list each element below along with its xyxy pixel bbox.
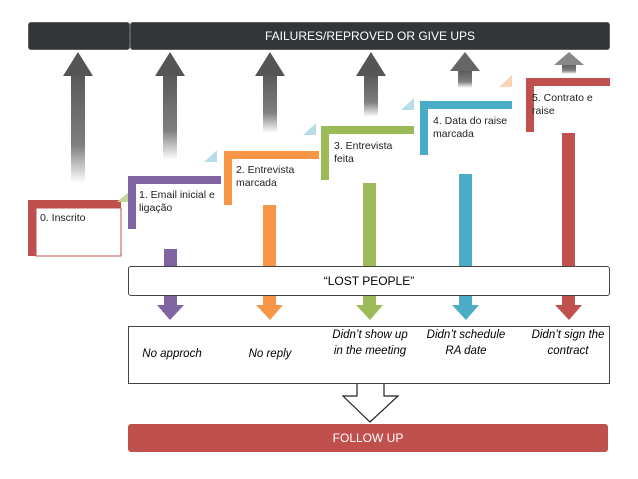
top-bar-left <box>28 22 130 50</box>
follow-up-arrow <box>341 381 400 423</box>
outcomes-box <box>128 326 610 384</box>
failures-label: FAILURES/REPROVED OR GIVE UPS <box>264 29 476 43</box>
failures-bar: FAILURES/REPROVED OR GIVE UPS <box>130 22 610 50</box>
stage-2-shape <box>224 123 319 205</box>
stage-label-3: 3. Entrevista feita <box>334 140 393 165</box>
up-arrow-2 <box>255 52 285 133</box>
up-arrow-3 <box>356 52 386 117</box>
stage-label-5: 5. Contrato e raise <box>532 92 593 117</box>
lost-people-bar: “LOST PEOPLE” <box>128 266 610 296</box>
outcome-didnt-show: Didn’t show up in the meeting <box>332 329 408 357</box>
stage-label-1: 1. Email inicial e ligação <box>139 189 215 214</box>
follow-up-bar: FOLLOW UP <box>128 424 608 452</box>
down-arrow-orange <box>256 205 283 320</box>
outcome-no-reply: No reply <box>248 348 292 360</box>
stage-label-2: 2. Entrevista marcada <box>236 164 295 189</box>
outcome-didnt-sign: Didn’t sign the contract <box>531 329 605 357</box>
lost-people-label: “LOST PEOPLE” <box>323 274 415 288</box>
stage-1-shape <box>128 150 221 229</box>
outcome-didnt-schedule: Didn’t schedule RA date <box>426 329 506 357</box>
stage-3-shape <box>321 98 414 180</box>
up-arrow-1 <box>155 52 185 160</box>
outcome-no-approach: No approch <box>142 348 202 360</box>
up-arrow-0 <box>63 52 93 183</box>
up-arrow-5 <box>554 52 584 74</box>
down-arrow-red <box>555 133 582 320</box>
up-arrow-4 <box>450 52 480 88</box>
stage-4-shape <box>420 75 512 155</box>
stage-label-0: 0. Inscrito <box>40 212 86 224</box>
down-arrow-blue <box>452 174 479 320</box>
stage-0-shape <box>28 191 130 257</box>
stage-label-4: 4. Data do raise marcada <box>433 115 508 140</box>
down-arrow-purple <box>157 249 184 320</box>
down-arrow-green <box>356 183 383 320</box>
stage-5-shape <box>526 78 610 132</box>
follow-up-label: FOLLOW UP <box>332 431 404 445</box>
